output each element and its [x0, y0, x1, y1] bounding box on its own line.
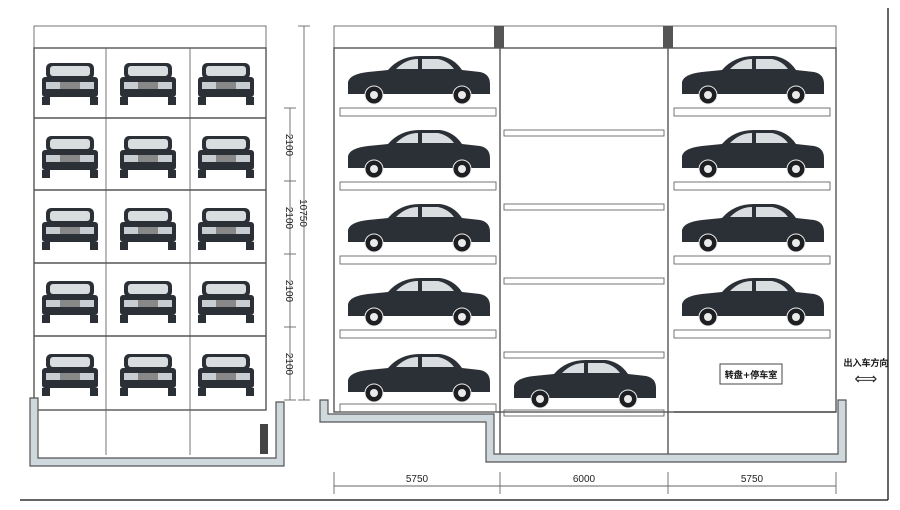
side-car	[347, 55, 491, 105]
front-view: 2100 2100 2100 2100 10750	[29, 25, 310, 467]
entry-exit-label: 出入车方向	[843, 357, 888, 369]
front-car	[120, 136, 176, 178]
side-car	[681, 203, 825, 253]
dim-bay-middle: 6000	[573, 474, 596, 485]
front-car-grid	[42, 63, 254, 396]
front-car	[120, 354, 176, 396]
dim-bay-left: 5750	[406, 474, 429, 485]
front-car	[42, 208, 98, 250]
side-car	[681, 277, 825, 327]
front-car	[120, 208, 176, 250]
right-bay-cars	[681, 55, 825, 327]
width-dimensions: 5750 6000 5750	[333, 472, 837, 494]
dim-level-4: 2100	[283, 353, 294, 376]
front-structure	[33, 47, 267, 411]
side-car	[347, 353, 491, 403]
left-bay-shelves	[339, 107, 497, 413]
dim-overall-height: 10750	[297, 199, 308, 227]
dim-level-3: 2100	[283, 280, 294, 303]
side-car	[347, 129, 491, 179]
height-dimensions: 2100 2100 2100 2100 10750	[283, 25, 310, 401]
front-car	[42, 281, 98, 323]
side-car	[513, 359, 657, 409]
side-roof	[333, 25, 837, 49]
front-car	[198, 208, 254, 250]
side-car	[681, 55, 825, 105]
front-car	[42, 136, 98, 178]
dim-bay-right: 5750	[741, 474, 764, 485]
lift-car	[513, 359, 657, 409]
front-car	[120, 63, 176, 105]
front-roof	[33, 25, 267, 49]
front-pit	[29, 397, 285, 467]
side-view: 转盘+停车室 出入车方向 ⟺ 5750 6000 5750	[319, 25, 889, 494]
front-car	[198, 63, 254, 105]
dim-level-1: 2100	[283, 134, 294, 157]
turntable-room-label: 转盘+停车室	[725, 369, 778, 381]
right-bay-shelves	[673, 107, 836, 413]
turntable-room-box	[719, 363, 783, 385]
side-structure	[333, 47, 837, 413]
side-car	[681, 129, 825, 179]
lift-shaft-pallets	[503, 129, 665, 417]
front-car	[42, 63, 98, 105]
side-car	[347, 203, 491, 253]
front-car	[120, 281, 176, 323]
front-car	[42, 354, 98, 396]
dim-level-2: 2100	[283, 207, 294, 230]
front-car	[198, 354, 254, 396]
pillar-detail	[260, 424, 268, 454]
side-car	[347, 277, 491, 327]
front-car	[198, 136, 254, 178]
double-arrow-icon: ⟺	[855, 369, 878, 388]
front-car	[198, 281, 254, 323]
side-pit	[319, 399, 847, 463]
